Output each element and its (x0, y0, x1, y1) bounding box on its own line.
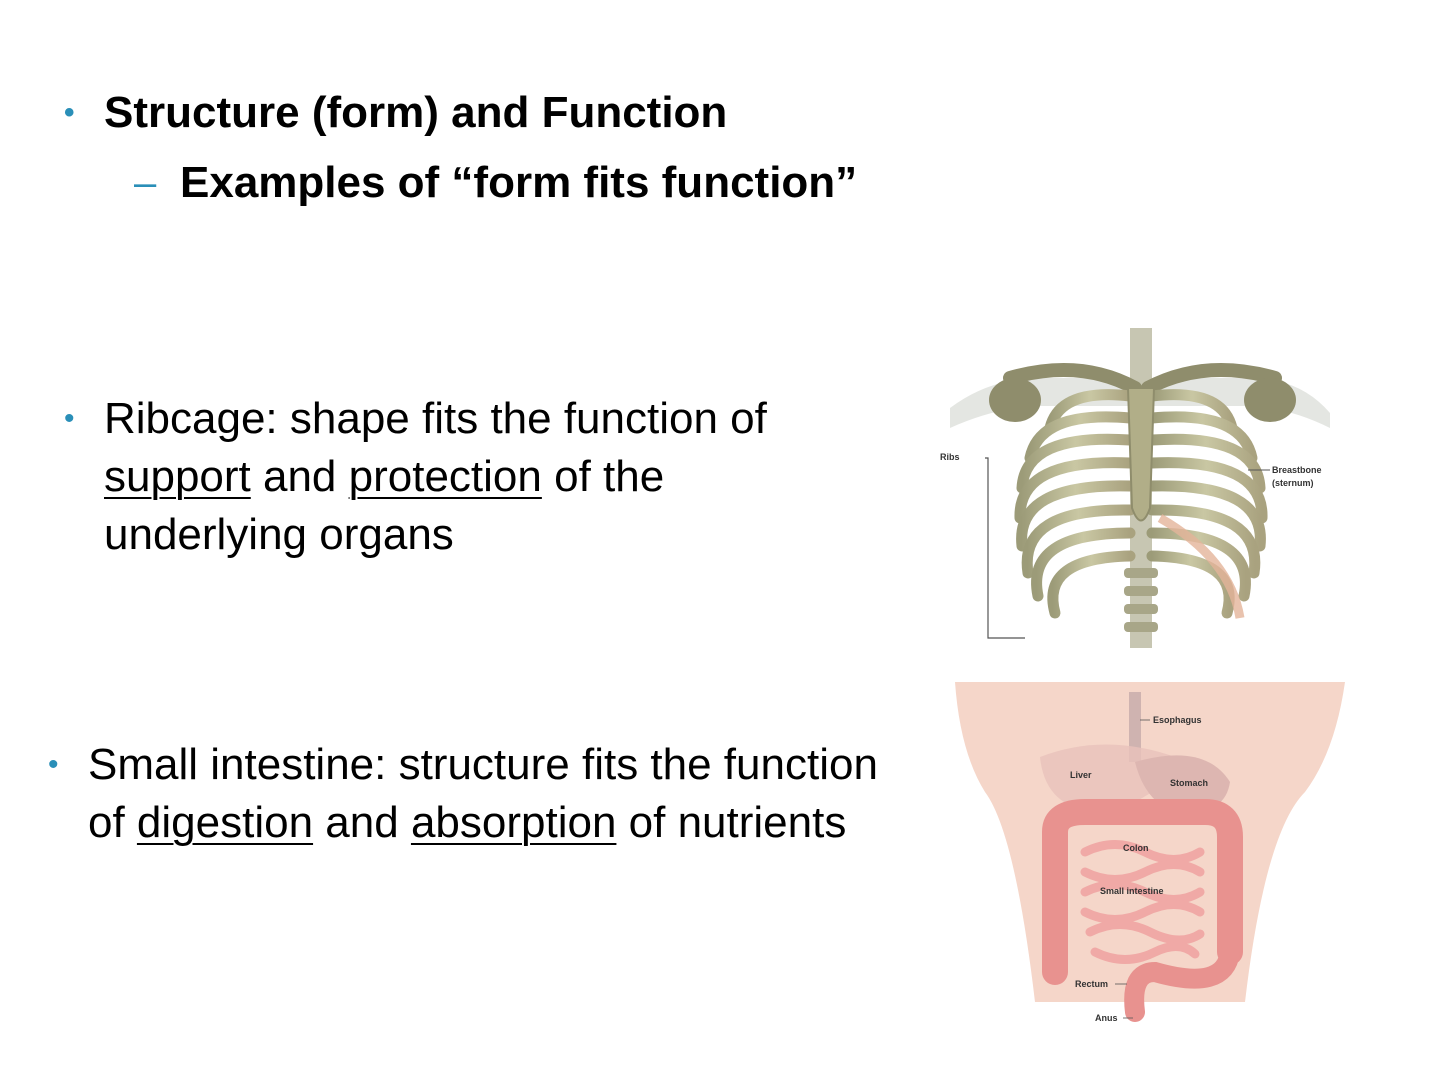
ribs-bracket (985, 457, 1025, 639)
ribcage-text-after: of the underlying organs (104, 452, 665, 559)
ribcage-text: Ribcage: shape fits the function of supp… (104, 390, 864, 564)
label-esophagus: Esophagus (1153, 715, 1202, 725)
label-liver: Liver (1070, 770, 1092, 780)
term-digestion: digestion (136, 798, 314, 847)
sub-bullet-dash: – (134, 161, 157, 205)
label-ribs: Ribs (940, 452, 960, 462)
heading-title: Structure (form) and Function (104, 88, 728, 137)
intestine-text-before: Small intestine: structure fits the func… (88, 740, 878, 847)
rectum (1124, 942, 1240, 1022)
right-ribs (1146, 389, 1268, 619)
label-breastbone: Breastbone (1272, 465, 1322, 475)
term-absorption: absorption (410, 798, 617, 847)
label-stomach: Stomach (1170, 778, 1208, 788)
ribcage-text-middle: and (250, 452, 349, 501)
intestine-text: Small intestine: structure fits the func… (88, 736, 878, 852)
left-clavicle (1003, 363, 1142, 395)
vertebrae (1124, 568, 1158, 632)
costal-cartilage (1157, 514, 1245, 619)
digestive-illustration: Esophagus Liver Stomach Colon Small inte… (945, 672, 1365, 1042)
left-shoulder (989, 378, 1041, 422)
right-clavicle (1141, 363, 1282, 395)
bullet-dot: • (48, 748, 59, 781)
label-rectum: Rectum (1075, 979, 1108, 989)
intestine-text-after: of nutrients (616, 798, 847, 847)
stomach (1135, 755, 1230, 813)
term-protection: protection (348, 452, 542, 501)
sternum (1126, 387, 1156, 522)
intestine-text-middle: and (313, 798, 411, 847)
label-small-intestine: Small intestine (1100, 886, 1164, 896)
ribcage-text-before: Ribcage: shape fits the function of (104, 394, 767, 443)
right-shoulder (1244, 378, 1296, 422)
label-sternum: (sternum) (1272, 478, 1314, 488)
bullet-dot: • (64, 402, 75, 435)
left-ribs (1014, 389, 1136, 619)
heading-subtitle: Examples of “form fits function” (180, 158, 858, 207)
bullet-dot: • (64, 96, 75, 129)
colon (1042, 799, 1243, 985)
term-support: support (104, 452, 251, 501)
label-anus: Anus (1095, 1013, 1118, 1023)
label-colon: Colon (1123, 843, 1149, 853)
ribcage-illustration: Ribs Breastbone (sternum) (930, 318, 1350, 658)
small-intestine (1080, 840, 1205, 964)
